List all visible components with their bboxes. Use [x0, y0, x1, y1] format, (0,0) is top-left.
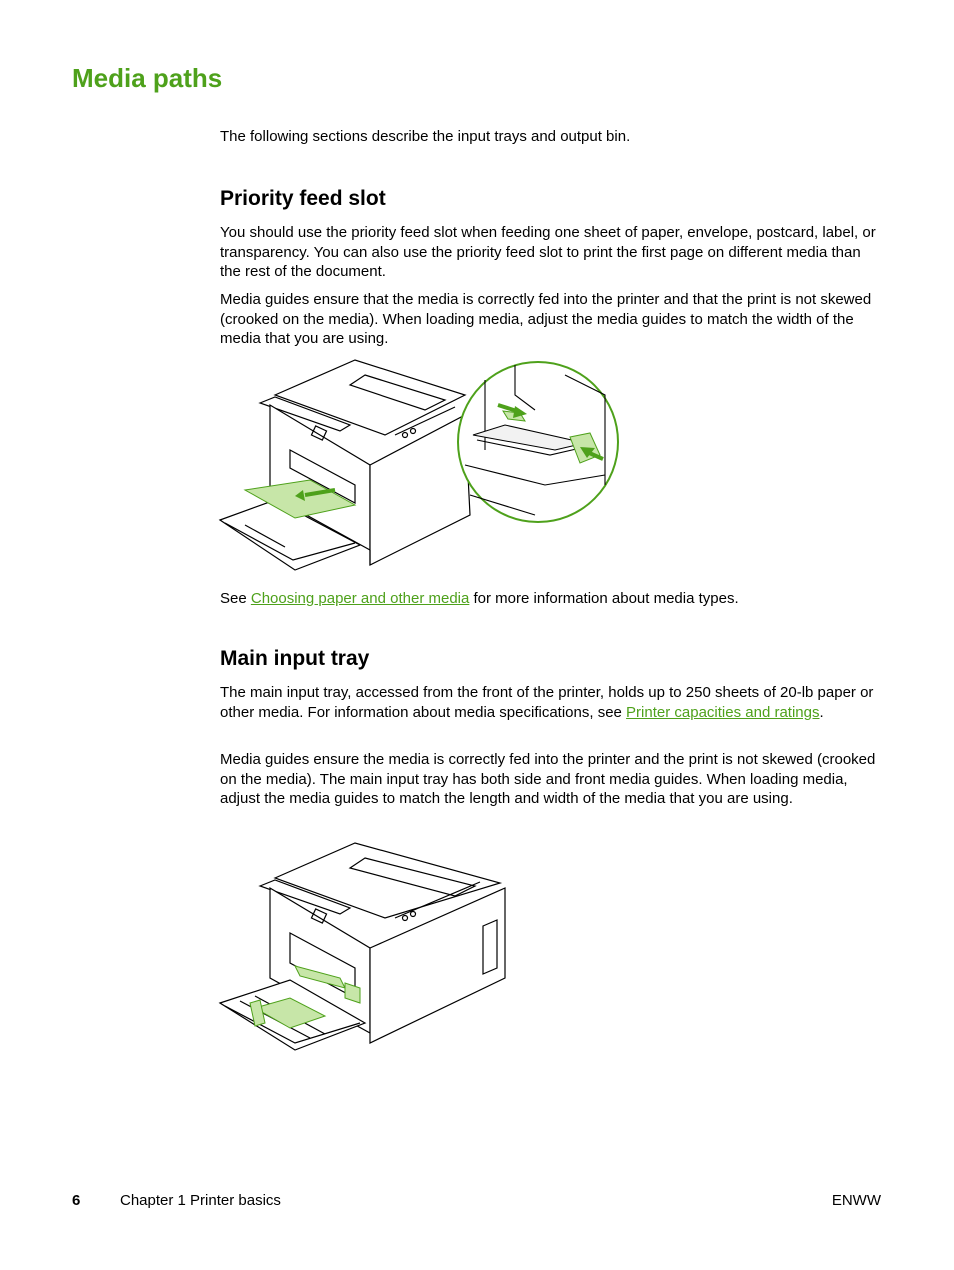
- choosing-paper-link[interactable]: Choosing paper and other media: [250, 590, 470, 607]
- main-tray-p1-end: .: [819, 703, 824, 721]
- priority-feed-heading: Priority feed slot: [220, 187, 386, 210]
- page-title: Media paths: [72, 63, 223, 93]
- priority-see-paragraph: See Choosing paper and other media for m…: [220, 589, 880, 609]
- priority-paragraph-1: You should use the priority feed slot wh…: [220, 224, 876, 280]
- intro-paragraph: The following sections describe the inpu…: [220, 128, 631, 145]
- footer-chapter: Chapter 1 Printer basics: [120, 1192, 281, 1209]
- page-number: 6: [72, 1192, 81, 1209]
- priority-feed-illustration: [218, 359, 619, 571]
- see-prefix: See: [220, 590, 251, 607]
- main-input-tray-heading: Main input tray: [220, 647, 370, 670]
- priority-paragraph-2: Media guides ensure that the media is co…: [220, 291, 872, 347]
- main-tray-p1-text: The main input tray, accessed from the f…: [220, 684, 874, 721]
- main-tray-paragraph-1: The main input tray, accessed from the f…: [220, 683, 880, 722]
- main-input-tray-illustration: [218, 842, 506, 1051]
- main-tray-paragraph-2: Media guides ensure the media is correct…: [220, 751, 876, 807]
- printer-capacities-link[interactable]: Printer capacities and ratings: [626, 703, 820, 721]
- footer-right-label: ENWW: [831, 1192, 881, 1209]
- see-suffix: for more information about media types.: [469, 590, 739, 607]
